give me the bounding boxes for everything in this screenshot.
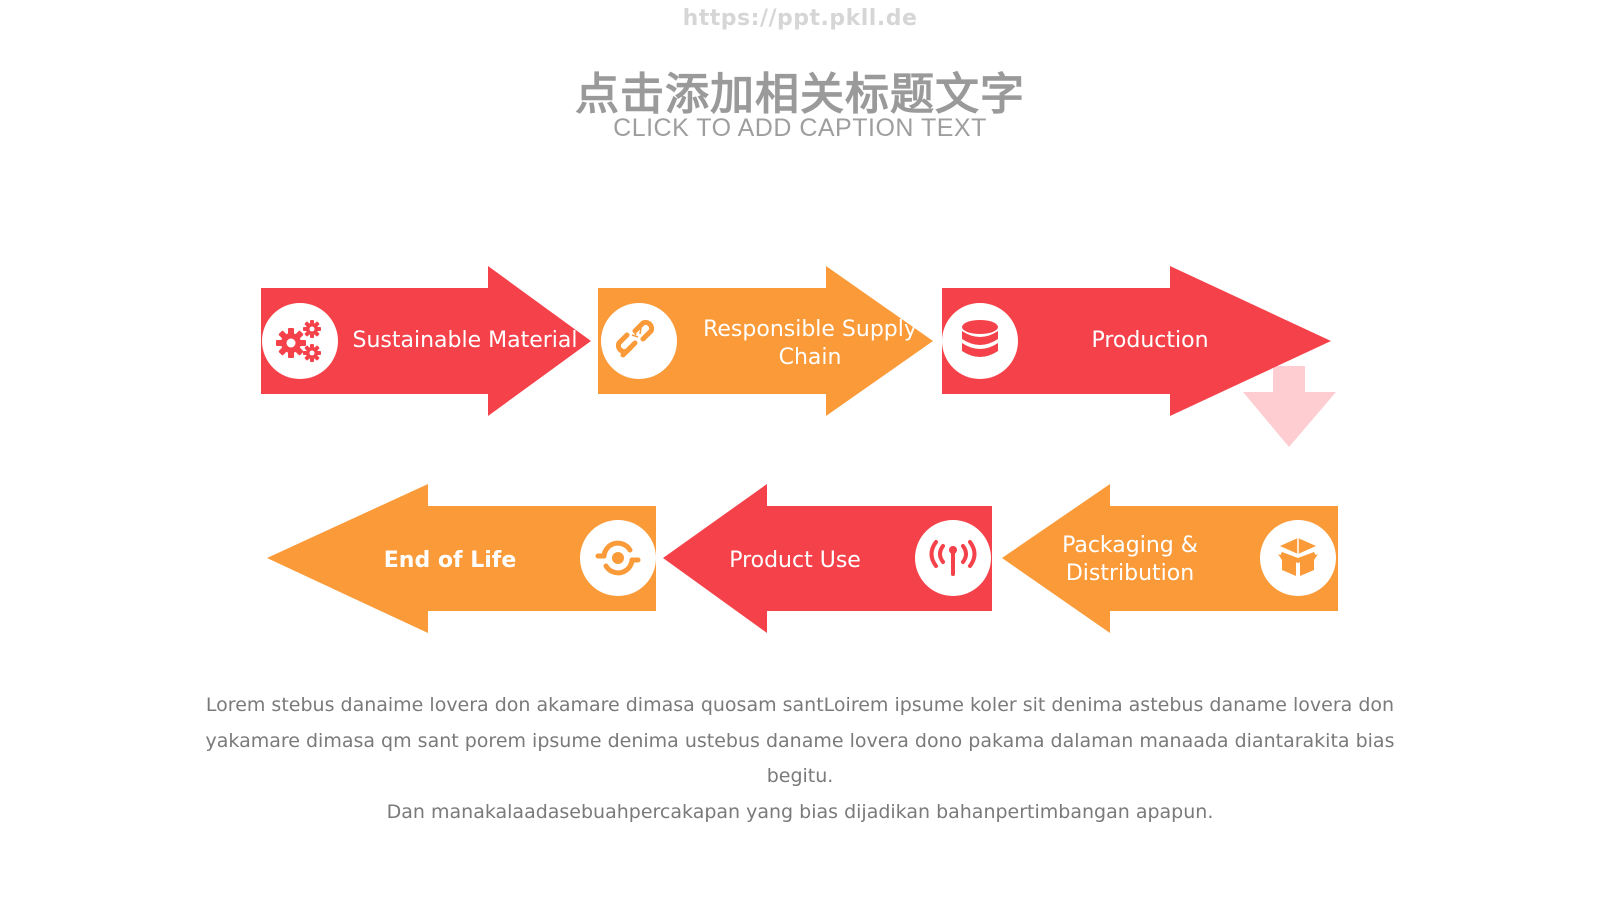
database-icon [962,320,998,357]
arrow-responsible-supply-chain[interactable] [598,266,933,416]
step-label-product-use: Product Use [729,548,861,573]
recycle-cycle-icon [595,540,641,576]
broken-chain-icon [615,319,655,358]
open-box-icon [1278,538,1318,576]
arrow-production[interactable] [942,266,1331,416]
step-label-production: Production [1091,328,1209,353]
step-label-responsible-supply-chain: Responsible Supply Chain [703,317,917,370]
arrow-sustainable-material[interactable] [261,266,591,416]
icon-circle-product-use [915,520,991,596]
icon-circle-supply-chain [601,303,677,379]
watermark-url: https://ppt.pkll.de [682,6,918,31]
broadcast-icon [929,540,977,576]
gears-icon [276,320,321,362]
icon-circle-sustainable-material [262,303,338,379]
arrow-product-use[interactable] [663,484,992,633]
body-paragraph-2[interactable]: Dan manakalaadasebuahpercakapan yang bia… [386,800,1214,823]
page-subtitle[interactable]: CLICK TO ADD CAPTION TEXT [613,114,987,142]
icon-circle-end-of-life [580,520,656,596]
page-title[interactable]: 点击添加相关标题文字 [575,69,1025,120]
step-label-sustainable-material: Sustainable Material [352,328,578,353]
step-label-packaging-distribution: Packaging & Distribution [1062,533,1198,586]
body-text: Lorem stebus danaime lovera don akamare … [200,688,1400,830]
body-paragraph-1[interactable]: Lorem stebus danaime lovera don akamare … [205,694,1395,787]
arrow-packaging-distribution[interactable] [1002,484,1338,633]
arrow-end-of-life[interactable] [267,484,656,633]
down-arrow-icon [1243,366,1336,447]
icon-circle-packaging [1260,520,1336,596]
icon-circle-production [942,303,1018,379]
step-label-end-of-life: End of Life [383,548,517,573]
